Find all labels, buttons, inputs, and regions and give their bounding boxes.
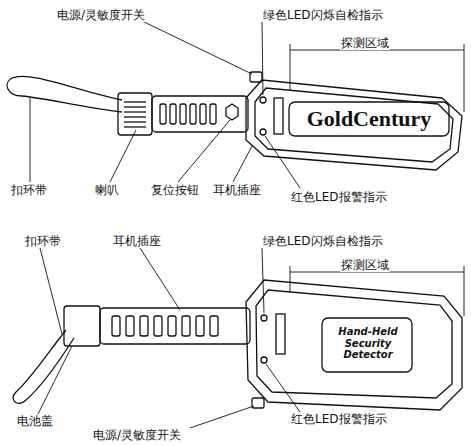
plate-text: Hand-Held Security Detector [331, 326, 405, 361]
model-plate [274, 98, 283, 134]
brand-text: GoldCentury [306, 112, 433, 126]
part-label: 电池盖 [16, 414, 54, 428]
part-label: 绿色LED闪烁自检指示 [262, 234, 384, 248]
grip-ridge [190, 104, 196, 124]
leader-lines [38, 248, 464, 428]
grip-ridges [112, 316, 218, 336]
grip-ridge [180, 104, 186, 124]
detector-head-inner [256, 290, 452, 398]
reset-button [226, 104, 238, 120]
handle [100, 308, 250, 344]
grip-ridge [200, 104, 206, 124]
grille-slot [124, 126, 146, 127]
brand-banner [289, 102, 449, 136]
grille-slot [124, 121, 146, 122]
end-cap [118, 93, 152, 135]
handle [152, 96, 248, 132]
part-label: 耳机插座 [112, 234, 162, 248]
grip-ridge [210, 104, 216, 124]
red-led [261, 357, 267, 363]
grip-ridge [196, 316, 204, 336]
part-label: 扣环带 [24, 234, 62, 248]
dimension-label: 探测区域 [340, 36, 390, 50]
green-led [260, 97, 266, 103]
grip-ridge [168, 316, 176, 336]
green-led [261, 315, 267, 321]
grip-ridge [112, 316, 120, 336]
battery-cover [64, 306, 100, 346]
strap [13, 330, 74, 403]
part-label: 电源/灵敏度开关 [92, 428, 182, 442]
grille-slot [124, 111, 146, 112]
grille-slot [124, 101, 146, 102]
grip-ridge [170, 104, 176, 124]
part-label: 红色LED报警指示 [290, 190, 388, 204]
model-plate [276, 314, 285, 354]
part-label: 喇叭 [94, 183, 120, 197]
strap [7, 76, 122, 112]
grip-ridge [182, 316, 190, 336]
dimension-label: 探测区域 [340, 258, 390, 272]
speaker-grille [124, 102, 146, 127]
grip-ridge [210, 316, 218, 336]
part-label: 绿色LED闪烁自检指示 [262, 8, 384, 22]
grille-slot [124, 106, 146, 107]
leader-lines [30, 20, 464, 188]
grip-ridge [126, 316, 134, 336]
part-label: 红色LED报警指示 [290, 412, 388, 426]
detector-head [246, 280, 462, 410]
part-label: 扣环带 [10, 183, 48, 197]
label-plate [322, 318, 412, 372]
grip-ridge [160, 104, 166, 124]
part-label: 耳机插座 [212, 183, 262, 197]
grip-ridge [154, 316, 162, 336]
grip-ridge [140, 316, 148, 336]
grille-slot [124, 116, 146, 117]
detector-head-inner [255, 88, 453, 162]
part-label: 复位按钮 [150, 183, 200, 197]
grip-ridges [160, 104, 216, 124]
part-label: 电源/灵敏度开关 [56, 8, 146, 22]
red-led [260, 129, 266, 135]
